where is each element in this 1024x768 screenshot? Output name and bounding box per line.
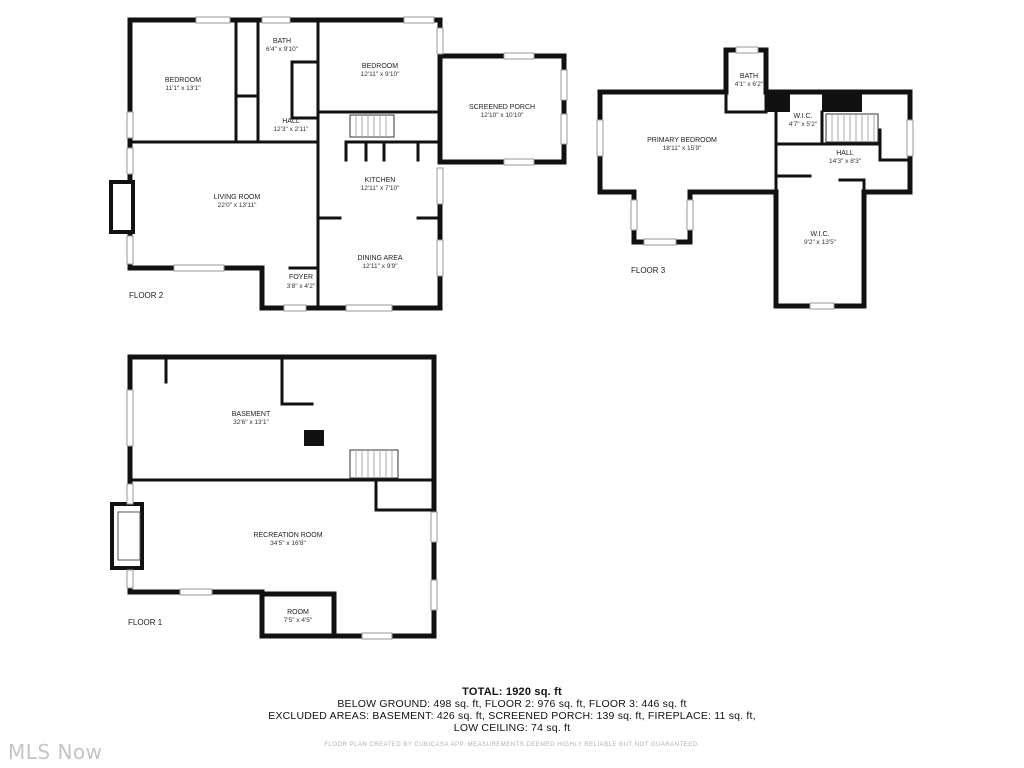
chimney-block bbox=[304, 430, 324, 446]
room-name: RECREATION ROOM bbox=[253, 532, 322, 539]
excluded-areas-line: EXCLUDED AREAS: BASEMENT: 426 sq. ft, SC… bbox=[268, 710, 756, 722]
room-name: BATH bbox=[273, 38, 291, 45]
floor-label: FLOOR 1 bbox=[128, 618, 163, 627]
room-name: SCREENED PORCH bbox=[469, 104, 535, 111]
room-dims: 12'3" x 2'11" bbox=[273, 126, 309, 133]
room-dims: 6'4" x 9'10" bbox=[266, 46, 299, 53]
stairs-floor2 bbox=[349, 114, 395, 138]
room-dims: 32'6" x 13'1" bbox=[233, 419, 269, 426]
room-dims: 11'1" x 13'1" bbox=[165, 85, 201, 92]
floor-label: FLOOR 2 bbox=[129, 291, 164, 300]
room-name: W.I.C. bbox=[793, 113, 812, 120]
room-dims: 12'11" x 9'10" bbox=[361, 71, 400, 78]
mls-now-logo: MLS Now bbox=[8, 740, 103, 764]
room-dims: 3'8" x 4'2" bbox=[287, 283, 316, 290]
room-name: ROOM bbox=[287, 609, 309, 616]
room-name: BEDROOM bbox=[165, 77, 201, 84]
room-dims: 14'3" x 8'3" bbox=[829, 158, 862, 165]
area-summary: TOTAL: 1920 sq. ft BELOW GROUND: 498 sq.… bbox=[0, 686, 1024, 734]
room-dims: 22'0" x 13'11" bbox=[218, 202, 257, 209]
room-name: BEDROOM bbox=[362, 63, 398, 70]
room-name: HALL bbox=[282, 118, 300, 125]
room-name: LIVING ROOM bbox=[214, 194, 261, 201]
room-name: DINING AREA bbox=[357, 255, 402, 262]
chimney-block bbox=[766, 92, 790, 112]
floor-1-plan: BASEMENT 32'6" x 13'1" RECREATION ROOM 3… bbox=[110, 354, 438, 640]
room-name: HALL bbox=[836, 150, 854, 157]
floor-3-plan: BATH 4'1" x 6'2" PRIMARY BEDROOM 18'11" … bbox=[596, 46, 914, 310]
room-dims: 4'1" x 6'2" bbox=[735, 81, 764, 88]
fireplace-floor2 bbox=[109, 180, 135, 234]
low-ceiling-line: LOW CEILING: 74 sq. ft bbox=[453, 722, 571, 734]
floor-2-plan: BEDROOM 11'1" x 13'1" BATH 6'4" x 9'10" … bbox=[109, 16, 568, 312]
chimney-block bbox=[822, 92, 862, 112]
room-name: BASEMENT bbox=[232, 411, 271, 418]
room-dims: 9'2" x 13'5" bbox=[804, 239, 837, 246]
room-dims: 7'5" x 4'5" bbox=[284, 617, 313, 624]
room-name: BATH bbox=[740, 73, 758, 80]
room-name: PRIMARY BEDROOM bbox=[647, 137, 717, 144]
room-dims: 12'11" x 7'10" bbox=[361, 185, 400, 192]
room-dims: 18'11" x 15'9" bbox=[663, 145, 702, 152]
room-name: KITCHEN bbox=[365, 177, 396, 184]
total-area: TOTAL: 1920 sq. ft bbox=[462, 686, 562, 698]
room-name: FOYER bbox=[289, 274, 313, 281]
room-dims: 12'11" x 9'9" bbox=[362, 263, 398, 270]
room-dims: 12'10" x 10'10" bbox=[481, 112, 525, 119]
disclaimer: FLOOR PLAN CREATED BY CUBICASA APP. MEAS… bbox=[324, 742, 700, 748]
room-dims: 4'7" x 5'2" bbox=[789, 121, 818, 128]
floor-label: FLOOR 3 bbox=[631, 266, 666, 275]
room-dims: 34'5" x 16'8" bbox=[270, 540, 306, 547]
room-name: W.I.C. bbox=[810, 231, 829, 238]
below-ground-line: BELOW GROUND: 498 sq. ft, FLOOR 2: 976 s… bbox=[337, 698, 687, 710]
stairs-floor1 bbox=[349, 449, 399, 479]
stairs-floor3 bbox=[825, 113, 879, 143]
